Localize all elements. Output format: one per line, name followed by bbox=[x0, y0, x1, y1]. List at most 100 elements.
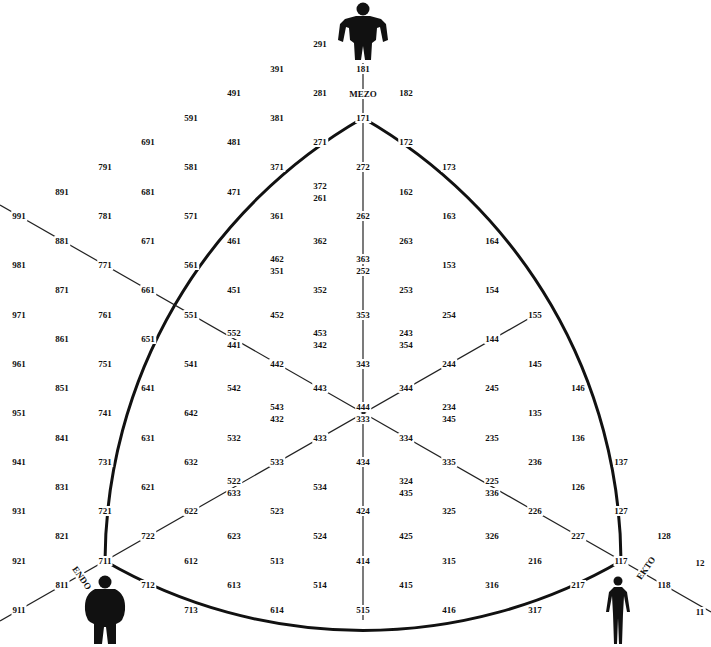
somatotype-code: 118 bbox=[656, 580, 671, 590]
somatotype-code: 681 bbox=[140, 187, 156, 197]
somatotype-code: 154 bbox=[484, 285, 500, 295]
somatotype-code: 11 bbox=[695, 607, 706, 617]
somatotype-code: 12 bbox=[695, 558, 706, 568]
somatotype-code: 881 bbox=[54, 236, 70, 246]
somatotype-code: 372 bbox=[312, 181, 328, 191]
somatotype-code: 415 bbox=[398, 580, 414, 590]
somatotype-code: 751 bbox=[97, 359, 113, 369]
mesomorph-figure bbox=[338, 3, 388, 61]
somatotype-code: 941 bbox=[11, 457, 27, 467]
somatotype-code: 262 bbox=[355, 211, 371, 221]
somatotype-code: 182 bbox=[398, 88, 414, 98]
axis-line bbox=[0, 315, 535, 621]
somatotype-code: 651 bbox=[140, 334, 156, 344]
somatotype-code: 135 bbox=[527, 408, 543, 418]
somatotype-code: 381 bbox=[269, 113, 285, 123]
somatotype-code: 127 bbox=[613, 506, 629, 516]
somatotype-code: 352 bbox=[312, 285, 328, 295]
somatotype-code: 871 bbox=[54, 285, 70, 295]
somatotype-code: 442 bbox=[269, 359, 285, 369]
somatotype-code: 741 bbox=[97, 408, 113, 418]
somatotype-code: 363 bbox=[355, 254, 371, 264]
somatotype-code: 343 bbox=[355, 359, 371, 369]
somatotype-code: 622 bbox=[183, 506, 199, 516]
somatotype-code: 452 bbox=[269, 310, 285, 320]
ectomorph-figure bbox=[606, 577, 630, 645]
somatotype-code: 137 bbox=[613, 457, 629, 467]
somatotype-code: 481 bbox=[226, 137, 242, 147]
somatotype-code: 244 bbox=[441, 359, 457, 369]
somatotype-code: 891 bbox=[54, 187, 70, 197]
somatotype-code: 128 bbox=[656, 531, 672, 541]
somatotype-code: 317 bbox=[527, 605, 543, 615]
somatotype-code: 263 bbox=[398, 236, 414, 246]
somatotype-code: 911 bbox=[11, 605, 26, 615]
somatotype-code: 552 bbox=[226, 328, 242, 338]
somatotype-code: 253 bbox=[398, 285, 414, 295]
component-label: MEZO bbox=[348, 89, 378, 99]
somatotype-code: 851 bbox=[54, 383, 70, 393]
somatotype-code: 561 bbox=[183, 260, 199, 270]
somatotype-code: 453 bbox=[312, 328, 328, 338]
somatotype-code: 571 bbox=[183, 211, 199, 221]
somatotype-code: 661 bbox=[140, 285, 156, 295]
somatotype-code: 362 bbox=[312, 236, 328, 246]
somatotype-code: 613 bbox=[226, 580, 242, 590]
somatotype-code: 671 bbox=[140, 236, 156, 246]
somatotype-code: 711 bbox=[97, 556, 112, 566]
somatotype-code: 722 bbox=[140, 531, 156, 541]
somatotype-code: 623 bbox=[226, 531, 242, 541]
somatotype-code: 235 bbox=[484, 433, 500, 443]
somatotype-code: 721 bbox=[97, 506, 113, 516]
somatotype-code: 522 bbox=[226, 476, 242, 486]
somatotype-code: 236 bbox=[527, 457, 543, 467]
somatotype-code: 581 bbox=[183, 162, 199, 172]
somatotype-code: 345 bbox=[441, 414, 457, 424]
somatotype-code: 961 bbox=[11, 359, 27, 369]
somatotype-code: 271 bbox=[312, 137, 328, 147]
somatotype-code: 416 bbox=[441, 605, 457, 615]
somatotype-code: 162 bbox=[398, 187, 414, 197]
somatotype-code: 541 bbox=[183, 359, 199, 369]
somatotype-code: 543 bbox=[269, 402, 285, 412]
somatotype-code: 514 bbox=[312, 580, 328, 590]
somatotype-code: 515 bbox=[355, 605, 371, 615]
somatotype-code: 334 bbox=[398, 433, 414, 443]
somatotype-code: 971 bbox=[11, 310, 27, 320]
somatotype-code: 325 bbox=[441, 506, 457, 516]
somatotype-code: 425 bbox=[398, 531, 414, 541]
somatotype-code: 821 bbox=[54, 531, 70, 541]
somatotype-code: 731 bbox=[97, 457, 113, 467]
somatotype-code: 164 bbox=[484, 236, 500, 246]
somatotype-code: 371 bbox=[269, 162, 285, 172]
somatotype-code: 173 bbox=[441, 162, 457, 172]
somatotype-code: 361 bbox=[269, 211, 285, 221]
somatotype-code: 281 bbox=[312, 88, 328, 98]
somatotype-code: 252 bbox=[355, 266, 371, 276]
somatotype-code: 461 bbox=[226, 236, 242, 246]
somatotype-code: 612 bbox=[183, 556, 199, 566]
somatotype-code: 534 bbox=[312, 482, 328, 492]
somatotype-code: 523 bbox=[269, 506, 285, 516]
somatotype-code: 136 bbox=[570, 433, 586, 443]
somatotype-code: 921 bbox=[11, 556, 27, 566]
somatotype-code: 414 bbox=[355, 556, 371, 566]
somatotype-code: 353 bbox=[355, 310, 371, 320]
somatotype-code: 981 bbox=[11, 260, 27, 270]
somatotype-code: 216 bbox=[527, 556, 543, 566]
somatotype-code: 226 bbox=[527, 506, 543, 516]
somatotype-code: 991 bbox=[11, 211, 27, 221]
somatotype-code: 217 bbox=[570, 580, 586, 590]
somatotype-code: 443 bbox=[312, 383, 328, 393]
somatotype-code: 333 bbox=[355, 414, 371, 424]
somatotype-code: 621 bbox=[140, 482, 156, 492]
somatotype-code: 712 bbox=[140, 580, 156, 590]
somatotype-code: 163 bbox=[441, 211, 457, 221]
somatotype-code: 831 bbox=[54, 482, 70, 492]
somatotype-code: 533 bbox=[269, 457, 285, 467]
somatotype-code: 153 bbox=[441, 260, 457, 270]
somatotype-code: 633 bbox=[226, 488, 242, 498]
somatotype-code: 513 bbox=[269, 556, 285, 566]
somatotype-code: 144 bbox=[484, 334, 500, 344]
